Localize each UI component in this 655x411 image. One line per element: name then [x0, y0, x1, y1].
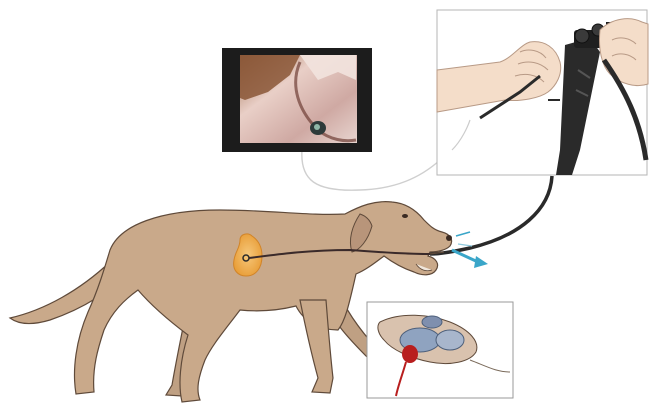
monitor-cable: [302, 150, 440, 190]
video-monitor: [222, 48, 372, 152]
dog-nose: [446, 235, 452, 241]
dog-eye: [402, 214, 408, 218]
biopsy-inset: [367, 302, 513, 398]
control-knob-icon: [575, 29, 589, 43]
biopsy-site: [402, 345, 418, 363]
